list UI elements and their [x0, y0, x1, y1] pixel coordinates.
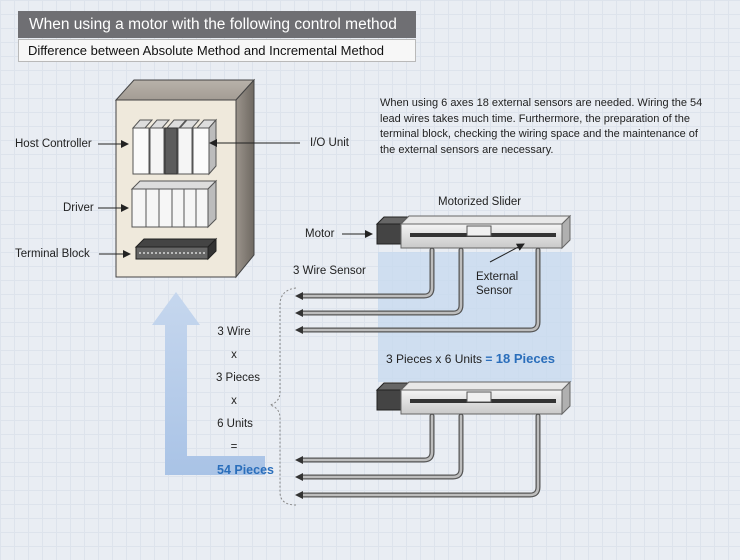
calc-eq: = — [230, 441, 238, 453]
external-sensor-label: External Sensor — [476, 270, 536, 298]
header-title: When using a motor with the following co… — [18, 11, 416, 38]
io-unit-modules — [131, 118, 218, 176]
wiring-up-arrow — [152, 292, 265, 475]
external-sensor-pointer — [489, 243, 525, 263]
sensor-wires-2 — [299, 413, 541, 498]
pieces-eq: = — [485, 352, 493, 366]
wire-arrowheads — [295, 292, 303, 499]
control-cabinet — [114, 78, 256, 279]
pieces-total: 18 Pieces — [495, 351, 556, 366]
driver-label: Driver — [63, 202, 94, 214]
terminal-block — [134, 237, 218, 261]
motorized-slider-2 — [375, 380, 572, 416]
host-controller-label: Host Controller — [15, 138, 92, 150]
wire-brace — [268, 287, 297, 506]
driver-modules — [130, 179, 218, 229]
motorized-slider-1 — [375, 214, 572, 250]
terminal-block-label: Terminal Block — [15, 248, 90, 260]
calc-line2: 3 Pieces — [215, 372, 261, 384]
wire-sensor-label: 3 Wire Sensor — [293, 265, 366, 277]
calc-op1: x — [231, 349, 237, 361]
calc-total: 54 Pieces — [217, 463, 274, 477]
pieces-prefix: 3 Pieces x 6 Units — [386, 352, 483, 366]
calc-line1: 3 Wire — [217, 326, 251, 338]
calc-line3: 6 Units — [217, 418, 253, 430]
description-text: When using 6 axes 18 external sensors ar… — [380, 97, 703, 156]
motor-label: Motor — [305, 228, 335, 240]
external-sensor-text: External Sensor — [476, 271, 519, 297]
sensor-wires-1 — [299, 247, 541, 333]
io-unit-label: I/O Unit — [310, 137, 349, 149]
pieces-summary: 3 Pieces x 6 Units = 18 Pieces — [386, 351, 556, 367]
header-subtitle: Difference between Absolute Method and I… — [18, 39, 416, 62]
calc-op2: x — [231, 395, 237, 407]
motorized-slider-title: Motorized Slider — [438, 196, 522, 208]
